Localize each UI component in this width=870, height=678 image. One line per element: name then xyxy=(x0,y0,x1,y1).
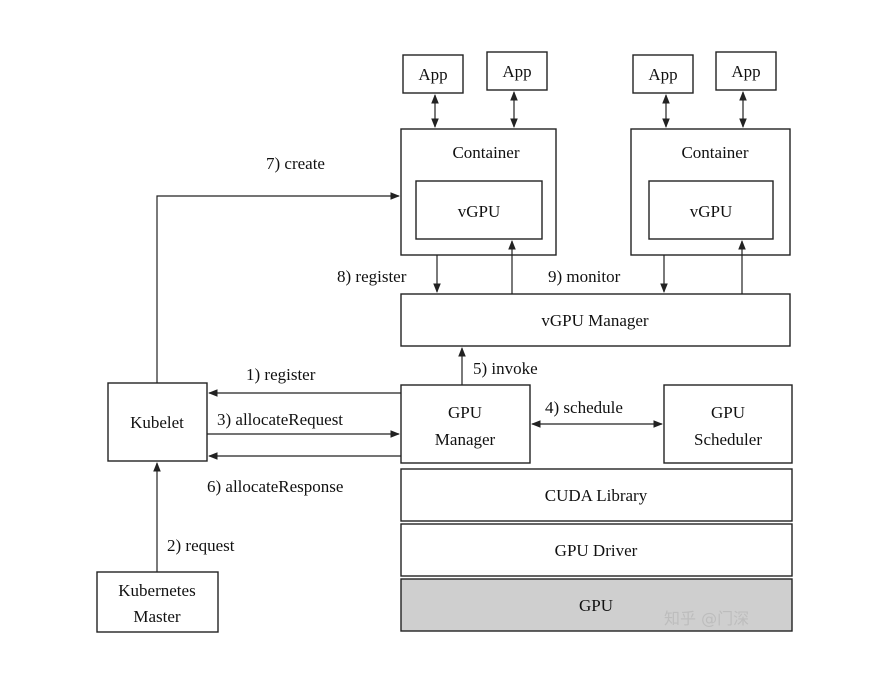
app-box-3: App xyxy=(632,54,694,94)
allocate-response-label: 6) allocateResponse xyxy=(207,477,343,496)
gpu-manager-label-line2: Manager xyxy=(435,430,496,449)
container-left-label: Container xyxy=(452,143,519,162)
create-arrow xyxy=(156,192,400,383)
app-label-3: App xyxy=(648,65,677,84)
kubernetes-master-label-line1: Kubernetes xyxy=(118,581,195,600)
app-label-2: App xyxy=(502,62,531,81)
monitor-label: 9) monitor xyxy=(548,267,621,286)
create-label: 7) create xyxy=(266,154,325,173)
app-box-1: App xyxy=(402,54,464,94)
kubelet-label: Kubelet xyxy=(130,413,184,432)
cuda-library-label: CUDA Library xyxy=(545,486,648,505)
request-label: 2) request xyxy=(167,536,235,555)
gpu-manager-box: GPU Manager xyxy=(400,384,531,464)
container-left: Container vGPU xyxy=(400,128,557,256)
gpu-manager-label-line1: GPU xyxy=(448,403,482,422)
vgpu-right-box xyxy=(648,180,774,240)
app-label-4: App xyxy=(731,62,760,81)
app-label-1: App xyxy=(418,65,447,84)
gpu-box: GPU xyxy=(400,578,793,632)
kubernetes-master-box: Kubernetes Master xyxy=(96,571,219,633)
allocate-request-label: 3) allocateRequest xyxy=(217,410,343,429)
gpu-scheduler-label-line2: Scheduler xyxy=(694,430,762,449)
gpu-scheduler-label-line1: GPU xyxy=(711,403,745,422)
container-right: Container vGPU xyxy=(630,128,791,256)
vgpu-left-box xyxy=(415,180,543,240)
watermark-text: 知乎 @门深 xyxy=(664,609,749,628)
schedule-label: 4) schedule xyxy=(545,398,623,417)
container-right-label: Container xyxy=(681,143,748,162)
app-box-4: App xyxy=(715,51,777,91)
kubernetes-master-label-line2: Master xyxy=(133,607,181,626)
register-kubelet-label: 1) register xyxy=(246,365,316,384)
invoke-label: 5) invoke xyxy=(473,359,538,378)
gpu-driver-box: GPU Driver xyxy=(400,523,793,577)
gpu-scheduler-box: GPU Scheduler xyxy=(663,384,793,464)
register-vgpu-label: 8) register xyxy=(337,267,407,286)
vgpu-manager-label: vGPU Manager xyxy=(541,311,649,330)
cuda-library-box: CUDA Library xyxy=(400,468,793,522)
vgpu-manager-box: vGPU Manager xyxy=(400,293,791,347)
vgpu-left-label: vGPU xyxy=(458,202,501,221)
app-box-2: App xyxy=(486,51,548,91)
gpu-driver-label: GPU Driver xyxy=(555,541,638,560)
kubelet-box: Kubelet xyxy=(107,382,208,462)
gpu-label: GPU xyxy=(579,596,613,615)
vgpu-right-label: vGPU xyxy=(690,202,733,221)
